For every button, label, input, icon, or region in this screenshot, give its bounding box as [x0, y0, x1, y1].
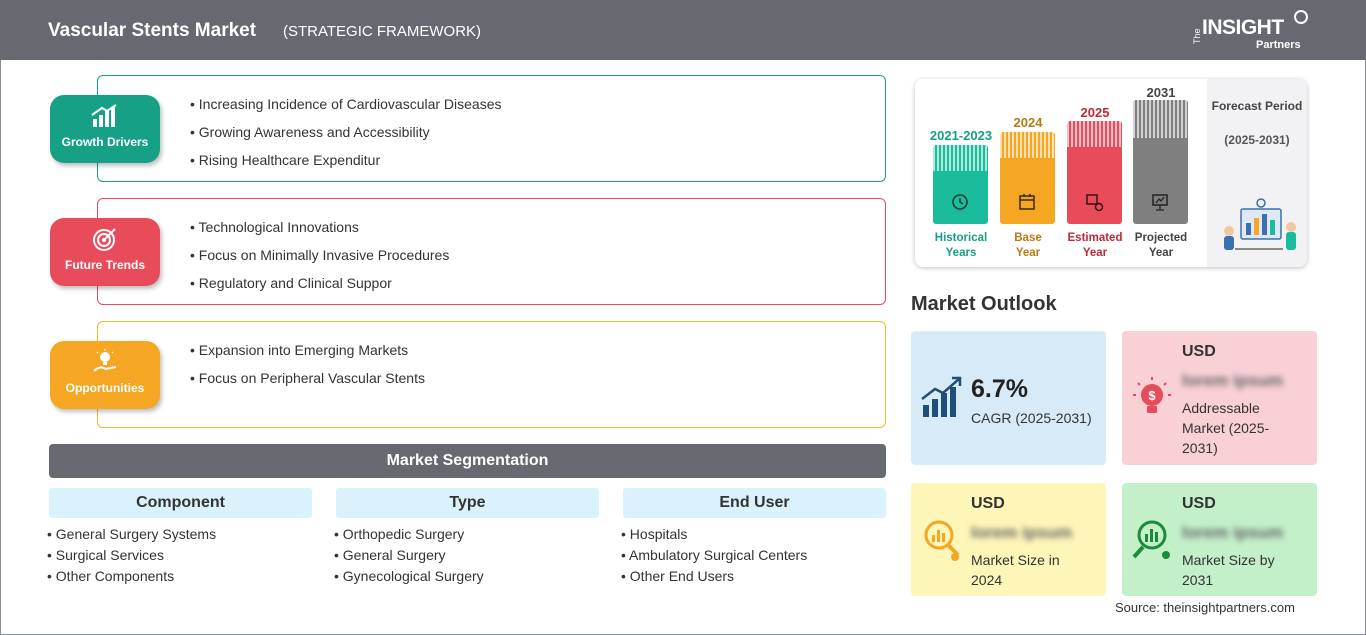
growth-drivers-badge: Growth Drivers — [50, 95, 160, 163]
magnifier-chart-icon — [924, 520, 960, 561]
analyst-illustration-icon — [1224, 198, 1296, 250]
year-projected: 2031 — [1146, 85, 1176, 100]
market-outlook-title: Market Outlook — [911, 293, 1057, 315]
addressable-currency: USD — [1182, 343, 1216, 360]
market-size-2024-card: USD lorem ipsum Market Size in 2024 — [911, 483, 1106, 596]
forecast-title: Forecast Period — [1211, 99, 1303, 113]
forecast-range: (2025-2031) — [1224, 133, 1290, 147]
bar-base — [1000, 132, 1055, 224]
market-segmentation-header: Market Segmentation — [49, 444, 886, 478]
future-trends-badge: Future Trends — [50, 218, 160, 286]
insight-partners-logo[interactable]: The INSIGHT Partners — [1192, 10, 1310, 54]
growth-chart-icon — [91, 104, 117, 127]
svg-text:$: $ — [1148, 388, 1156, 403]
market-size-2031-card: USD lorem ipsum Market Size by 2031 — [1122, 483, 1317, 596]
list-item: Focus on Minimally Invasive Procedures — [190, 245, 450, 273]
growth-drivers-label: Growth Drivers — [61, 135, 149, 149]
page-title: Vascular Stents Market — [48, 20, 257, 41]
cagr-value: 6.7% — [971, 375, 1028, 403]
segment-type-header: Type — [336, 488, 599, 518]
opportunities-list: Expansion into Emerging Markets Focus on… — [190, 340, 425, 396]
future-trends-label: Future Trends — [64, 258, 145, 272]
list-item: Ambulatory Surgical Centers — [621, 546, 807, 567]
page-subtitle: (STRATEGIC FRAMEWORK) — [283, 23, 482, 40]
history-icon — [952, 194, 968, 210]
list-item: Growing Awareness and Accessibility — [190, 122, 502, 150]
list-item: Increasing Incidence of Cardiovascular D… — [190, 94, 502, 122]
forecast-period-box: Forecast Period (2025-2031) — [1207, 79, 1307, 267]
magnifier-growth-icon — [1132, 520, 1170, 559]
list-item: Hospitals — [621, 525, 807, 546]
cagr-label: CAGR (2025-2031) — [971, 410, 1092, 426]
logo-partners-text: Partners — [1256, 39, 1301, 51]
lightbulb-hand-icon — [93, 349, 117, 372]
growth-drivers-list: Increasing Incidence of Cardiovascular D… — [190, 94, 502, 178]
year-historical: 2021-2023 — [929, 128, 993, 143]
calendar-icon — [1019, 194, 1035, 210]
estimate-icon — [1086, 194, 1104, 212]
future-trends-card: Technological Innovations Focus on Minim… — [97, 198, 886, 305]
list-item: Rising Healthcare Expenditur — [190, 150, 502, 178]
header-bar: Vascular Stents Market (STRATEGIC FRAMEW… — [0, 0, 1366, 60]
list-item: Technological Innovations — [190, 217, 449, 245]
list-item: Orthopedic Surgery — [334, 525, 484, 546]
year-base: 2024 — [1013, 115, 1043, 130]
source-link[interactable]: Source: theinsightpartners.com — [1115, 600, 1295, 615]
bar-projected — [1133, 100, 1188, 224]
addressable-label: Addressable Market (2025-2031) — [1182, 400, 1270, 456]
size-2031-currency: USD — [1182, 495, 1216, 512]
list-item: Other Components — [47, 567, 216, 588]
size-2024-label: Market Size in 2024 — [971, 552, 1060, 588]
list-item: Other End Users — [621, 567, 807, 588]
year-estimated: 2025 — [1080, 105, 1110, 120]
segment-component-list: General Surgery Systems Surgical Service… — [47, 525, 216, 588]
logo-insight-text: INSIGHT — [1202, 16, 1284, 39]
segment-end-user-list: Hospitals Ambulatory Surgical Centers Ot… — [621, 525, 807, 588]
size-2024-currency: USD — [971, 495, 1005, 512]
growth-drivers-card: Increasing Incidence of Cardiovascular D… — [97, 75, 886, 182]
bar-historical — [933, 145, 988, 224]
logo-ring-icon — [1294, 10, 1308, 24]
opportunities-label: Opportunities — [65, 381, 145, 395]
size-2031-label: Market Size by 2031 — [1182, 552, 1275, 588]
list-item: General Surgery Systems — [47, 525, 216, 546]
list-item: General Surgery — [334, 546, 484, 567]
list-item: Regulatory and Clinical Suppor — [190, 273, 449, 301]
addressable-market-card: $ USD lorem ipsum Addressable Market (20… — [1122, 331, 1317, 465]
list-item: Expansion into Emerging Markets — [190, 340, 425, 368]
idea-dollar-icon: $ — [1133, 377, 1171, 413]
target-icon — [93, 228, 116, 251]
presentation-icon — [1152, 194, 1168, 211]
segment-end-user-header: End User — [623, 488, 886, 518]
size-2024-value: lorem ipsum — [971, 523, 1073, 542]
addressable-value: lorem ipsum — [1182, 371, 1284, 390]
cagr-card: 6.7% CAGR (2025-2031) — [911, 331, 1106, 465]
size-2031-value: lorem ipsum — [1182, 523, 1284, 542]
segment-component-header: Component — [49, 488, 312, 518]
logo-the-text: The — [1192, 28, 1202, 44]
growth-bars-icon — [921, 376, 962, 417]
future-trends-list: Technological Innovations Focus on Minim… — [190, 217, 450, 301]
segment-type-list: Orthopedic Surgery General Surgery Gynec… — [334, 525, 484, 588]
opportunities-badge: Opportunities — [50, 341, 160, 409]
list-item: Focus on Peripheral Vascular Stents — [190, 368, 425, 396]
list-item: Surgical Services — [47, 546, 216, 567]
list-item: Gynecological Surgery — [334, 567, 484, 588]
bar-estimated — [1067, 121, 1122, 224]
opportunities-card: Expansion into Emerging Markets Focus on… — [97, 321, 886, 428]
